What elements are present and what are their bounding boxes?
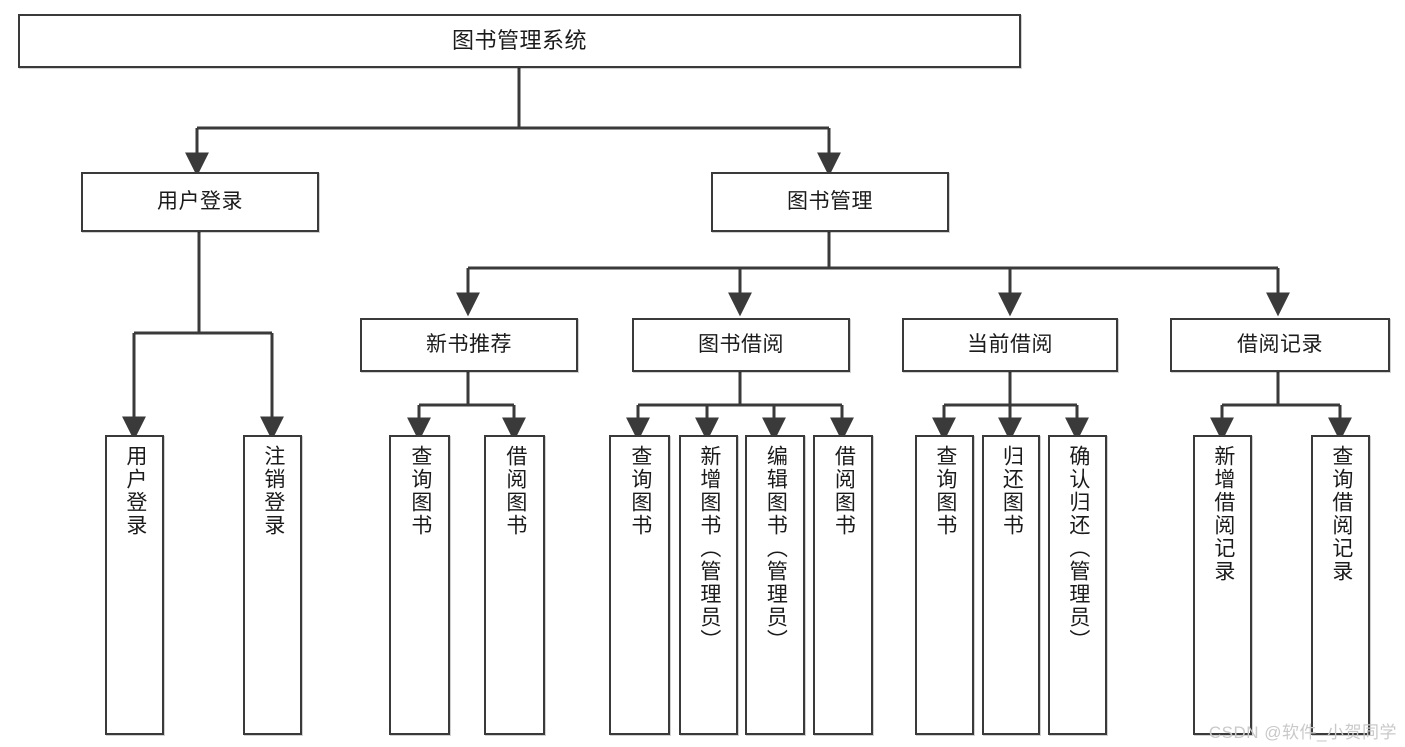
leaf-record-add-label: 新增借阅记录: [1211, 445, 1235, 583]
leaf-current-query-book-label: 查询图书: [933, 445, 957, 537]
leaf-borrow-edit-book-label: 编辑图书（管理员）: [764, 445, 788, 652]
node-root-label: 图书管理系统: [451, 27, 587, 53]
node-book-management[interactable]: 图书管理: [711, 172, 949, 232]
leaf-record-query-label: 查询借阅记录: [1329, 445, 1353, 583]
node-book-borrow-label: 图书借阅: [698, 333, 784, 357]
leaf-new-book-borrow[interactable]: 借阅图书: [484, 435, 545, 735]
node-current-borrow[interactable]: 当前借阅: [902, 318, 1118, 372]
leaf-user-login-label: 用户登录: [123, 445, 147, 537]
node-user-login-label: 用户登录: [157, 190, 243, 214]
leaf-current-return-book-label: 归还图书: [1000, 445, 1024, 537]
leaf-borrow-query-book-label: 查询图书: [628, 445, 652, 537]
leaf-new-book-borrow-label: 借阅图书: [503, 445, 527, 537]
node-root[interactable]: 图书管理系统: [18, 14, 1021, 68]
node-new-book-recommend[interactable]: 新书推荐: [360, 318, 578, 372]
leaf-user-logout[interactable]: 注销登录: [243, 435, 302, 735]
leaf-record-add[interactable]: 新增借阅记录: [1193, 435, 1252, 735]
leaf-borrow-add-book[interactable]: 新增图书（管理员）: [679, 435, 738, 735]
leaf-current-return-book[interactable]: 归还图书: [982, 435, 1040, 735]
node-borrow-records-label: 借阅记录: [1237, 333, 1323, 357]
leaf-user-login[interactable]: 用户登录: [105, 435, 164, 735]
node-user-login[interactable]: 用户登录: [81, 172, 319, 232]
leaf-current-confirm-return[interactable]: 确认归还（管理员）: [1048, 435, 1107, 735]
leaf-borrow-edit-book[interactable]: 编辑图书（管理员）: [745, 435, 805, 735]
node-new-book-recommend-label: 新书推荐: [426, 333, 512, 357]
leaf-borrow-query-book[interactable]: 查询图书: [609, 435, 670, 735]
node-current-borrow-label: 当前借阅: [967, 333, 1053, 357]
leaf-new-book-query[interactable]: 查询图书: [389, 435, 450, 735]
leaf-current-confirm-return-label: 确认归还（管理员）: [1066, 445, 1090, 652]
leaf-borrow-add-book-label: 新增图书（管理员）: [697, 445, 721, 652]
leaf-record-query[interactable]: 查询借阅记录: [1311, 435, 1370, 735]
leaf-user-logout-label: 注销登录: [261, 445, 285, 537]
leaf-new-book-query-label: 查询图书: [408, 445, 432, 537]
node-borrow-records[interactable]: 借阅记录: [1170, 318, 1390, 372]
node-book-borrow[interactable]: 图书借阅: [632, 318, 850, 372]
leaf-borrow-lend-book[interactable]: 借阅图书: [813, 435, 873, 735]
leaf-borrow-lend-book-label: 借阅图书: [832, 445, 856, 537]
leaf-current-query-book[interactable]: 查询图书: [915, 435, 974, 735]
node-book-management-label: 图书管理: [787, 190, 873, 214]
csdn-watermark: CSDN @软件_小贺同学: [1208, 723, 1397, 742]
